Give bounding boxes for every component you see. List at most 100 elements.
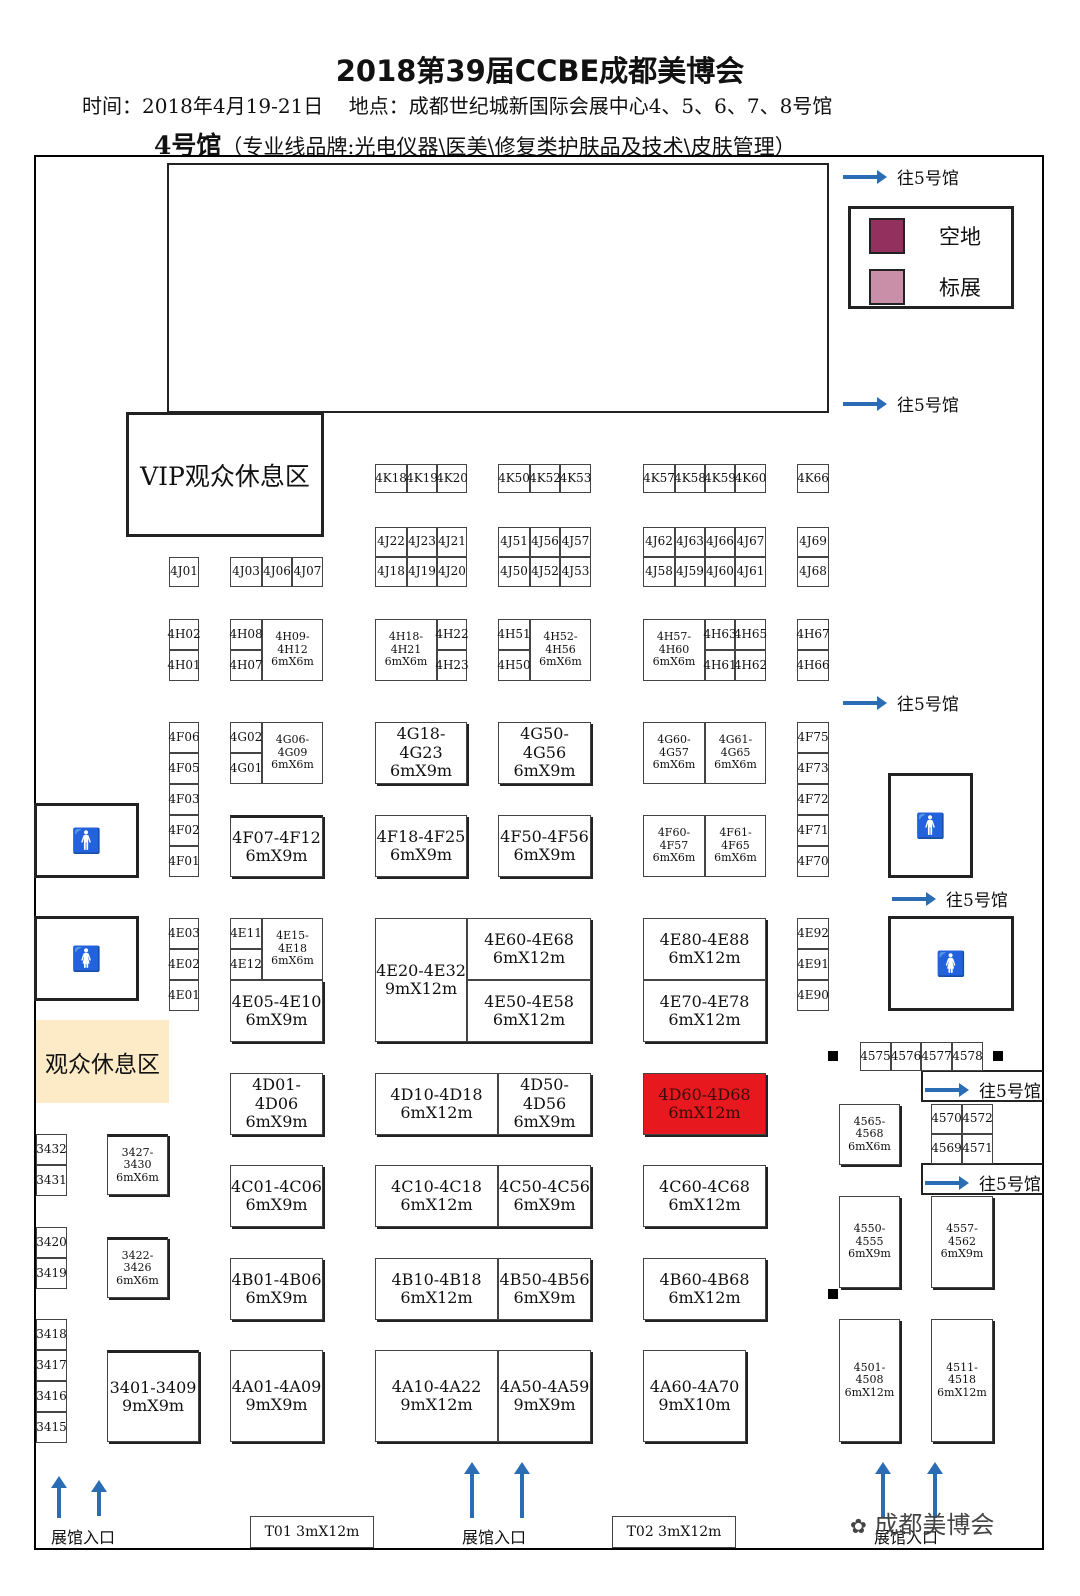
booth[interactable]: 4K58: [674, 464, 706, 493]
booth[interactable]: 4H61: [703, 650, 737, 681]
booth[interactable]: 4E02: [168, 949, 200, 980]
booth[interactable]: 4J66: [705, 527, 735, 557]
booth[interactable]: 4K19: [406, 464, 438, 493]
booth[interactable]: 4J58: [643, 557, 675, 587]
booth[interactable]: 4569: [931, 1134, 962, 1164]
booth[interactable]: 4J51: [498, 527, 530, 557]
booth[interactable]: 4H66: [796, 650, 830, 681]
booth[interactable]: 4F70: [797, 846, 829, 877]
booth[interactable]: 4576: [891, 1042, 921, 1071]
booth[interactable]: 4578: [952, 1042, 983, 1071]
booth[interactable]: 4570: [931, 1104, 962, 1134]
booth[interactable]: 3432: [36, 1134, 67, 1165]
booth[interactable]: 4H62: [734, 650, 767, 681]
booth[interactable]: 4575: [860, 1042, 891, 1071]
booth[interactable]: T01 3mX12m: [250, 1516, 374, 1548]
booth[interactable]: 4J59: [675, 557, 705, 587]
booth[interactable]: 4J18: [375, 557, 407, 587]
booth[interactable]: 4571: [962, 1134, 993, 1164]
booth[interactable]: 4577: [921, 1042, 952, 1071]
booth[interactable]: 3417: [36, 1350, 67, 1381]
booth[interactable]: 4E01: [168, 980, 200, 1011]
booth[interactable]: 4E03: [168, 918, 200, 949]
booth[interactable]: 4K66: [797, 464, 829, 493]
booth[interactable]: 3431: [36, 1165, 67, 1196]
booth[interactable]: 4H22: [435, 619, 469, 650]
booth[interactable]: 3416: [36, 1381, 67, 1412]
booth[interactable]: 4H63: [703, 619, 737, 650]
booth[interactable]: 4E90: [797, 980, 829, 1011]
booth[interactable]: 3420: [36, 1227, 67, 1258]
booth[interactable]: 4J21: [437, 527, 467, 557]
booth[interactable]: 4E91: [797, 949, 829, 980]
booth[interactable]: 4J56: [530, 527, 560, 557]
booth[interactable]: 4J57: [560, 527, 591, 557]
booth[interactable]: 4K59: [704, 464, 736, 493]
booth[interactable]: 4K60: [735, 464, 766, 493]
booth[interactable]: 4J50: [498, 557, 530, 587]
booth[interactable]: 4G01: [230, 753, 262, 784]
booth[interactable]: 4J06: [262, 557, 292, 587]
booth[interactable]: 4J07: [292, 557, 323, 587]
booth[interactable]: 3415: [36, 1412, 67, 1443]
booth[interactable]: 4F75: [797, 722, 829, 753]
booth[interactable]: 4K52: [529, 464, 561, 493]
booth[interactable]: 4K57: [643, 464, 675, 493]
booth[interactable]: 4F01: [168, 846, 200, 877]
booth[interactable]: 4J19: [407, 557, 437, 587]
booth[interactable]: 4J01: [169, 557, 199, 587]
booth[interactable]: 4572: [962, 1104, 993, 1134]
booth[interactable]: 4H67: [796, 619, 830, 650]
booth[interactable]: 4F72: [797, 784, 829, 815]
booth[interactable]: 4J03: [230, 557, 262, 587]
booth[interactable]: 4J61: [735, 557, 766, 587]
booth[interactable]: 4E12: [230, 949, 262, 980]
booth[interactable]: 3419: [36, 1258, 67, 1289]
booth[interactable]: 4J53: [560, 557, 591, 587]
booth[interactable]: 4K53: [560, 464, 591, 493]
booth[interactable]: 4H23: [435, 650, 469, 681]
booth[interactable]: 4K20: [436, 464, 468, 493]
booth[interactable]: 4E11: [230, 918, 262, 949]
booth[interactable]: 3418: [36, 1319, 67, 1350]
booth[interactable]: 4K18: [375, 464, 407, 493]
booth[interactable]: 4H02: [167, 619, 201, 650]
booth[interactable]: 4H08: [229, 619, 263, 650]
booth[interactable]: 4J52: [530, 557, 560, 587]
booth[interactable]: 4J60: [705, 557, 735, 587]
booth[interactable]: 4H65: [734, 619, 767, 650]
